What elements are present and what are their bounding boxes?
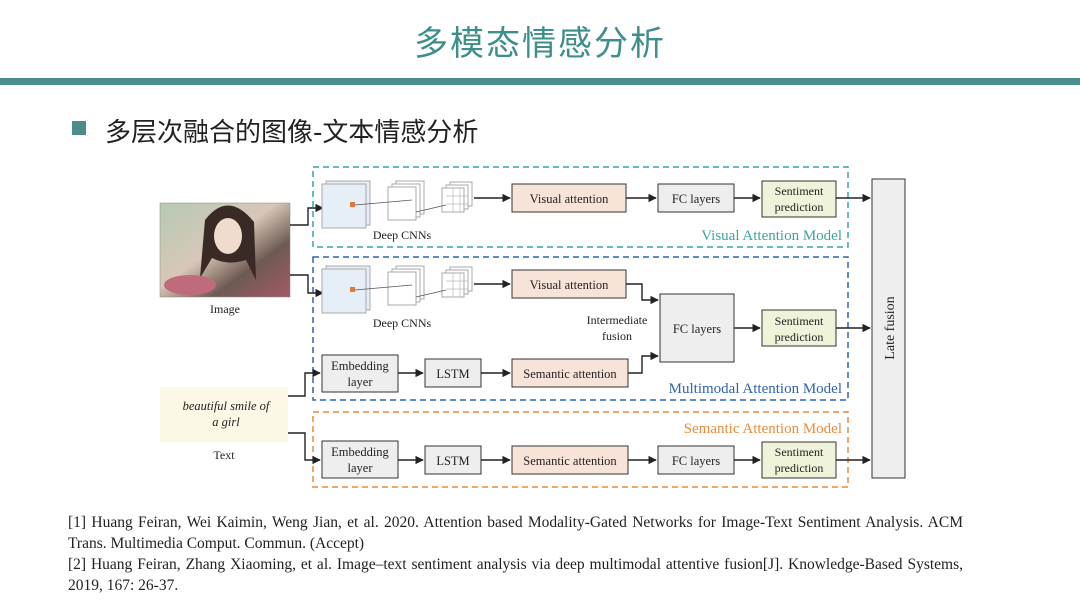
sentiment-line2-multimodal: prediction xyxy=(775,330,824,344)
intermediate-fusion-line1: Intermediate xyxy=(587,313,648,327)
fc-layers-box-multimodal xyxy=(659,293,735,363)
lstm-label-multimodal: LSTM xyxy=(436,367,469,381)
visual-model-label: Visual Attention Model xyxy=(701,228,842,244)
slide-title: 多模态情感分析 xyxy=(414,24,666,64)
late-fusion-label: Late fusion xyxy=(883,296,898,359)
deep-cnn-stack-multimodal xyxy=(321,265,473,314)
fc-layers-label-visual: FC layers xyxy=(672,192,720,206)
visual-attention-label-multimodal: Visual attention xyxy=(530,278,609,292)
embedding-line2-semantic: layer xyxy=(348,461,374,475)
semantic-attention-label-multimodal: Semantic attention xyxy=(523,367,617,381)
visual-model-frame xyxy=(312,166,849,248)
deep-cnns-label-multimodal: Deep CNNs xyxy=(373,316,432,330)
reference-1: [1] Huang Feiran, Wei Kaimin, Weng Jian,… xyxy=(68,514,963,552)
embedding-box-multimodal xyxy=(321,354,399,393)
sentiment-box-visual xyxy=(761,180,837,218)
semantic-model-label: Semantic Attention Model xyxy=(684,421,842,437)
fc-layers-label-multimodal: FC layers xyxy=(673,322,721,336)
text-sample-line1: beautiful smile of xyxy=(183,399,271,413)
sentiment-box-multimodal xyxy=(761,309,837,347)
sentiment-line1-multimodal: Sentiment xyxy=(775,314,824,328)
embedding-line2-multimodal: layer xyxy=(348,375,374,389)
sentiment-line1-semantic: Sentiment xyxy=(775,445,824,459)
sentiment-line2-visual: prediction xyxy=(775,200,824,214)
semantic-attention-box xyxy=(511,445,629,475)
reference-2: [2] Huang Feiran, Zhang Xiaoming, et al.… xyxy=(68,556,963,594)
intermediate-fusion-line2: fusion xyxy=(602,329,632,343)
references: [1] Huang Feiran, Wei Kaimin, Weng Jian,… xyxy=(68,512,963,596)
multimodal-model-label: Multimodal Attention Model xyxy=(669,381,842,397)
architecture-diagram: Visual Attention Model Multimodal Attent… xyxy=(159,166,906,488)
semantic-model-frame xyxy=(312,411,849,488)
visual-attention-label: Visual attention xyxy=(530,192,609,206)
sentiment-line1-visual: Sentiment xyxy=(775,184,824,198)
bullet-heading: 多层次融合的图像-文本情感分析 xyxy=(105,118,479,148)
text-sample-line2: a girl xyxy=(212,415,240,429)
deep-cnn-stack-visual xyxy=(321,180,473,229)
text-label: Text xyxy=(213,448,235,462)
sentiment-line2-semantic: prediction xyxy=(775,461,824,475)
input-image xyxy=(159,202,291,298)
semantic-attention-box-multimodal xyxy=(511,358,629,388)
input-text-box xyxy=(160,387,288,442)
visual-attention-box xyxy=(511,183,627,213)
lstm-label-semantic: LSTM xyxy=(436,454,469,468)
sentiment-box-semantic xyxy=(761,441,837,479)
fc-layers-box-visual xyxy=(657,183,735,213)
multimodal-model-frame xyxy=(312,256,849,401)
bullet-square-icon xyxy=(72,121,86,135)
semantic-attention-label: Semantic attention xyxy=(523,454,617,468)
lstm-box-semantic xyxy=(424,445,482,475)
lstm-box-multimodal xyxy=(424,358,482,388)
fc-layers-label-semantic: FC layers xyxy=(672,454,720,468)
late-fusion-box xyxy=(871,178,906,479)
title-divider xyxy=(0,78,1080,85)
visual-attention-box-multimodal xyxy=(511,269,627,299)
embedding-line1-semantic: Embedding xyxy=(331,445,389,459)
embedding-line1-multimodal: Embedding xyxy=(331,359,389,373)
image-label: Image xyxy=(210,302,240,316)
deep-cnns-label-visual: Deep CNNs xyxy=(373,228,432,242)
